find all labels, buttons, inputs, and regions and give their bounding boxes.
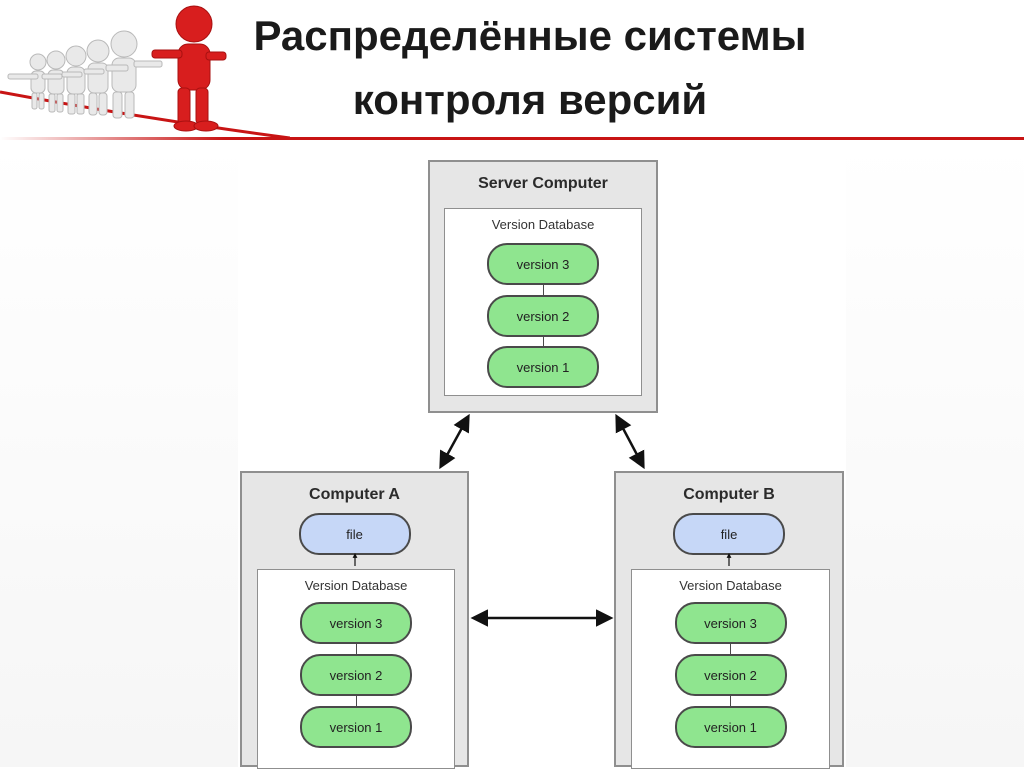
computer-a-version-database: Version Database version 3 version 2 ver… xyxy=(257,569,455,769)
server-version-1: version 1 xyxy=(487,346,599,388)
computer-a-version-2: version 2 xyxy=(300,654,412,696)
computer-a: Computer A file Version Database version… xyxy=(240,471,469,769)
computer-b-version-database: Version Database version 3 version 2 ver… xyxy=(631,569,830,769)
computer-a-version-1: version 1 xyxy=(300,706,412,748)
computer-b-version-2: version 2 xyxy=(674,654,787,696)
computer-a-db-label: Version Database xyxy=(304,578,408,593)
header-divider xyxy=(0,137,1024,140)
version-link xyxy=(542,332,544,348)
server-computer-a-arrow xyxy=(439,413,470,470)
server-computer: Server Computer Version Database version… xyxy=(428,160,658,413)
server-version-3: version 3 xyxy=(487,243,599,285)
computer-a-title: Computer A xyxy=(309,486,400,503)
server-computer-title: Server Computer xyxy=(478,175,608,192)
computer-b: Computer B file Version Database version… xyxy=(614,471,844,769)
computer-b-version-3: version 3 xyxy=(674,602,787,644)
team-leader-illustration xyxy=(0,5,290,140)
version-link xyxy=(355,642,357,658)
version-link xyxy=(730,694,731,710)
computer-b-title: Computer B xyxy=(683,486,775,503)
version-link xyxy=(355,694,357,710)
slide-title-line-1: Распределённые системы xyxy=(253,12,807,59)
server-version-database: Version Database version 3 version 2 ver… xyxy=(444,208,642,396)
server-computer-b-arrow xyxy=(615,413,645,470)
version-link xyxy=(542,281,544,297)
computer-b-db-label: Version Database xyxy=(679,578,782,593)
computer-b-version-1: version 1 xyxy=(674,706,787,748)
server-version-2: version 2 xyxy=(487,295,599,337)
server-db-label: Version Database xyxy=(491,217,595,232)
version-link xyxy=(730,642,731,658)
computer-a-version-3: version 3 xyxy=(300,602,412,644)
slide-title: Распределённые системы контроля версий xyxy=(230,4,830,132)
slide-title-line-2: контроля версий xyxy=(352,76,708,123)
